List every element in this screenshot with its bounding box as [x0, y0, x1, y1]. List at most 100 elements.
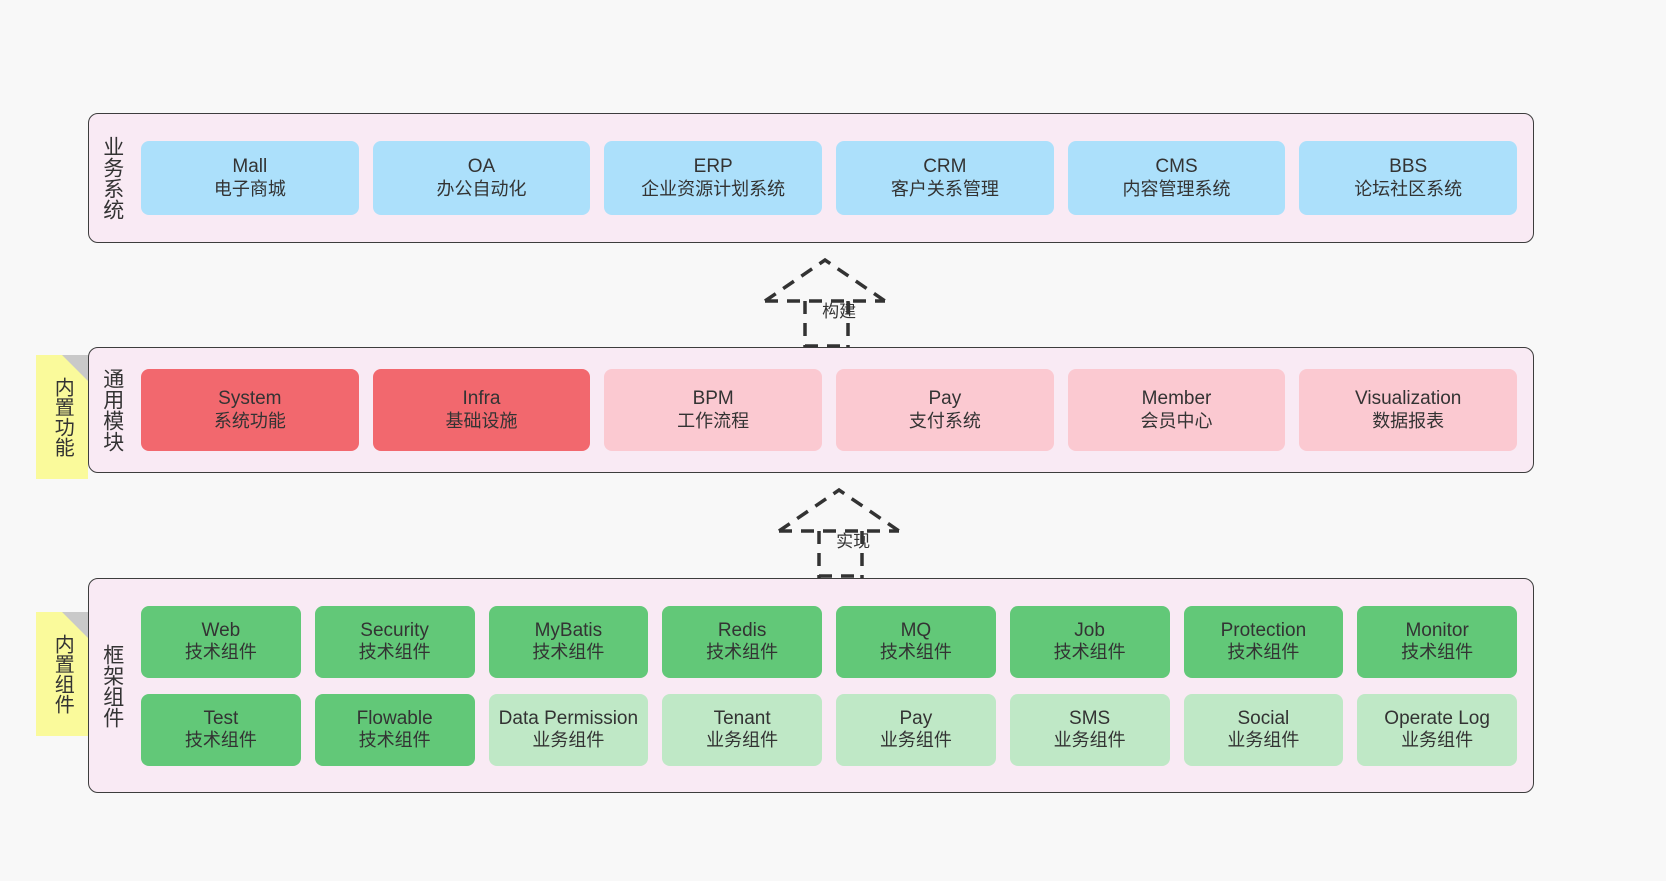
card-title: Flowable [356, 707, 433, 729]
card-web[interactable]: Web 技术组件 [141, 605, 301, 678]
page-fold-icon [62, 355, 88, 381]
layer-business-system: 业务系统 Mall 电子商城 OA 办公自动化 ERP 企业资源计划系统 CRM… [88, 113, 1534, 243]
framework-card-row-1: Web 技术组件 Security 技术组件 MyBatis 技术组件 Redi… [141, 605, 1517, 678]
card-title: System [218, 388, 282, 410]
card-subtitle: 技术组件 [706, 642, 779, 663]
card-title: Member [1141, 388, 1212, 410]
card-title: Tenant [713, 707, 771, 729]
card-subtitle: 业务组件 [1227, 730, 1300, 751]
card-visualization[interactable]: Visualization 数据报表 [1299, 369, 1518, 451]
card-cms[interactable]: CMS 内容管理系统 [1067, 141, 1286, 215]
card-subtitle: 技术组件 [184, 730, 257, 751]
framework-card-row-2: Test 技术组件 Flowable 技术组件 Data Permission … [141, 693, 1517, 766]
card-title: MQ [900, 619, 932, 641]
card-sms[interactable]: SMS 业务组件 [1009, 693, 1170, 766]
card-mq[interactable]: MQ 技术组件 [836, 605, 996, 678]
connector-stem-icon [817, 531, 864, 579]
card-title: Redis [717, 619, 767, 641]
card-mybatis[interactable]: MyBatis 技术组件 [488, 605, 649, 678]
card-redis[interactable]: Redis 技术组件 [662, 605, 822, 678]
card-title: Visualization [1355, 388, 1462, 410]
sticky-note-builtin-function: 内置功能 [36, 355, 88, 479]
card-subtitle: 技术组件 [184, 642, 257, 663]
card-title: CRM [923, 156, 967, 178]
module-card-list: System 系统功能 Infra 基础设施 BPM 工作流程 Pay 支付系统… [135, 348, 1533, 472]
card-subtitle: 电子商城 [213, 178, 286, 199]
card-social[interactable]: Social 业务组件 [1183, 693, 1344, 766]
card-title: Pay [928, 388, 962, 410]
card-title: Mall [232, 156, 268, 178]
layer-framework-component: 框架组件 Web 技术组件 Security 技术组件 MyBatis 技术组件… [88, 578, 1534, 793]
card-subtitle: 论坛社区系统 [1354, 178, 1463, 199]
card-operate-log[interactable]: Operate Log 业务组件 [1357, 693, 1517, 766]
sticky-note-label: 内置组件 [51, 634, 74, 714]
card-subtitle: 技术组件 [1401, 642, 1474, 663]
card-infra[interactable]: Infra 基础设施 [372, 369, 591, 451]
card-title: CMS [1155, 156, 1198, 178]
card-security[interactable]: Security 技术组件 [314, 605, 475, 678]
card-subtitle: 业务组件 [1401, 730, 1474, 751]
card-title: Operate Log [1384, 707, 1490, 729]
card-title: Web [201, 619, 241, 641]
card-oa[interactable]: OA 办公自动化 [372, 141, 591, 215]
card-subtitle: 基础设施 [445, 410, 518, 431]
card-title: MyBatis [534, 619, 603, 641]
card-subtitle: 业务组件 [532, 730, 605, 751]
card-protection[interactable]: Protection 技术组件 [1183, 605, 1344, 678]
card-subtitle: 企业资源计划系统 [641, 178, 786, 199]
card-title: BBS [1389, 156, 1428, 178]
card-subtitle: 技术组件 [358, 730, 431, 751]
connector-label: 构建 [822, 302, 857, 321]
layer-common-module: 通用模块 System 系统功能 Infra 基础设施 BPM 工作流程 Pay… [88, 347, 1534, 473]
card-title: Infra [462, 388, 501, 410]
card-member[interactable]: Member 会员中心 [1067, 369, 1286, 451]
card-subtitle: 技术组件 [358, 642, 431, 663]
card-pay-module[interactable]: Pay 支付系统 [836, 369, 1054, 451]
sticky-note-label: 内置功能 [51, 377, 74, 457]
card-crm[interactable]: CRM 客户关系管理 [836, 141, 1054, 215]
layer-title-common-module: 通用模块 [100, 368, 124, 452]
layer-title-framework-component: 框架组件 [100, 643, 124, 728]
card-flowable[interactable]: Flowable 技术组件 [314, 693, 475, 766]
generalization-triangle-icon [764, 257, 886, 303]
card-bpm[interactable]: BPM 工作流程 [604, 369, 823, 451]
card-title: Test [203, 707, 239, 729]
card-data-permission[interactable]: Data Permission 业务组件 [488, 693, 649, 766]
card-system[interactable]: System 系统功能 [141, 369, 359, 451]
card-test[interactable]: Test 技术组件 [141, 693, 301, 766]
card-subtitle: 支付系统 [908, 410, 981, 431]
card-title: Monitor [1405, 619, 1469, 641]
card-title: BPM [692, 388, 734, 410]
connector-label: 实现 [836, 532, 871, 551]
card-subtitle: 业务组件 [706, 730, 779, 751]
framework-card-grid: Web 技术组件 Security 技术组件 MyBatis 技术组件 Redi… [135, 579, 1533, 792]
business-card-list: Mall 电子商城 OA 办公自动化 ERP 企业资源计划系统 CRM 客户关系… [135, 114, 1533, 242]
card-mall[interactable]: Mall 电子商城 [141, 141, 359, 215]
card-title: Security [360, 619, 429, 641]
connector-stem-icon [803, 301, 850, 349]
card-subtitle: 技术组件 [532, 642, 605, 663]
card-pay-component[interactable]: Pay 业务组件 [836, 693, 996, 766]
card-subtitle: 客户关系管理 [890, 178, 999, 199]
page-fold-icon [62, 612, 88, 638]
card-job[interactable]: Job 技术组件 [1009, 605, 1170, 678]
card-title: ERP [693, 156, 733, 178]
generalization-triangle-icon [778, 487, 900, 533]
card-bbs[interactable]: BBS 论坛社区系统 [1299, 141, 1518, 215]
card-title: Pay [899, 707, 933, 729]
connector-implement: 实现 [774, 483, 924, 579]
card-title: Job [1074, 619, 1105, 641]
connector-build: 构建 [760, 253, 910, 349]
card-subtitle: 工作流程 [677, 410, 750, 431]
sticky-note-builtin-component: 内置组件 [36, 612, 88, 736]
card-subtitle: 技术组件 [879, 642, 952, 663]
card-erp[interactable]: ERP 企业资源计划系统 [604, 141, 823, 215]
card-subtitle: 数据报表 [1372, 410, 1445, 431]
card-monitor[interactable]: Monitor 技术组件 [1357, 605, 1517, 678]
card-title: OA [467, 156, 496, 178]
card-subtitle: 办公自动化 [436, 178, 527, 199]
card-tenant[interactable]: Tenant 业务组件 [662, 693, 822, 766]
card-title: Data Permission [498, 707, 639, 729]
card-subtitle: 技术组件 [1053, 642, 1126, 663]
